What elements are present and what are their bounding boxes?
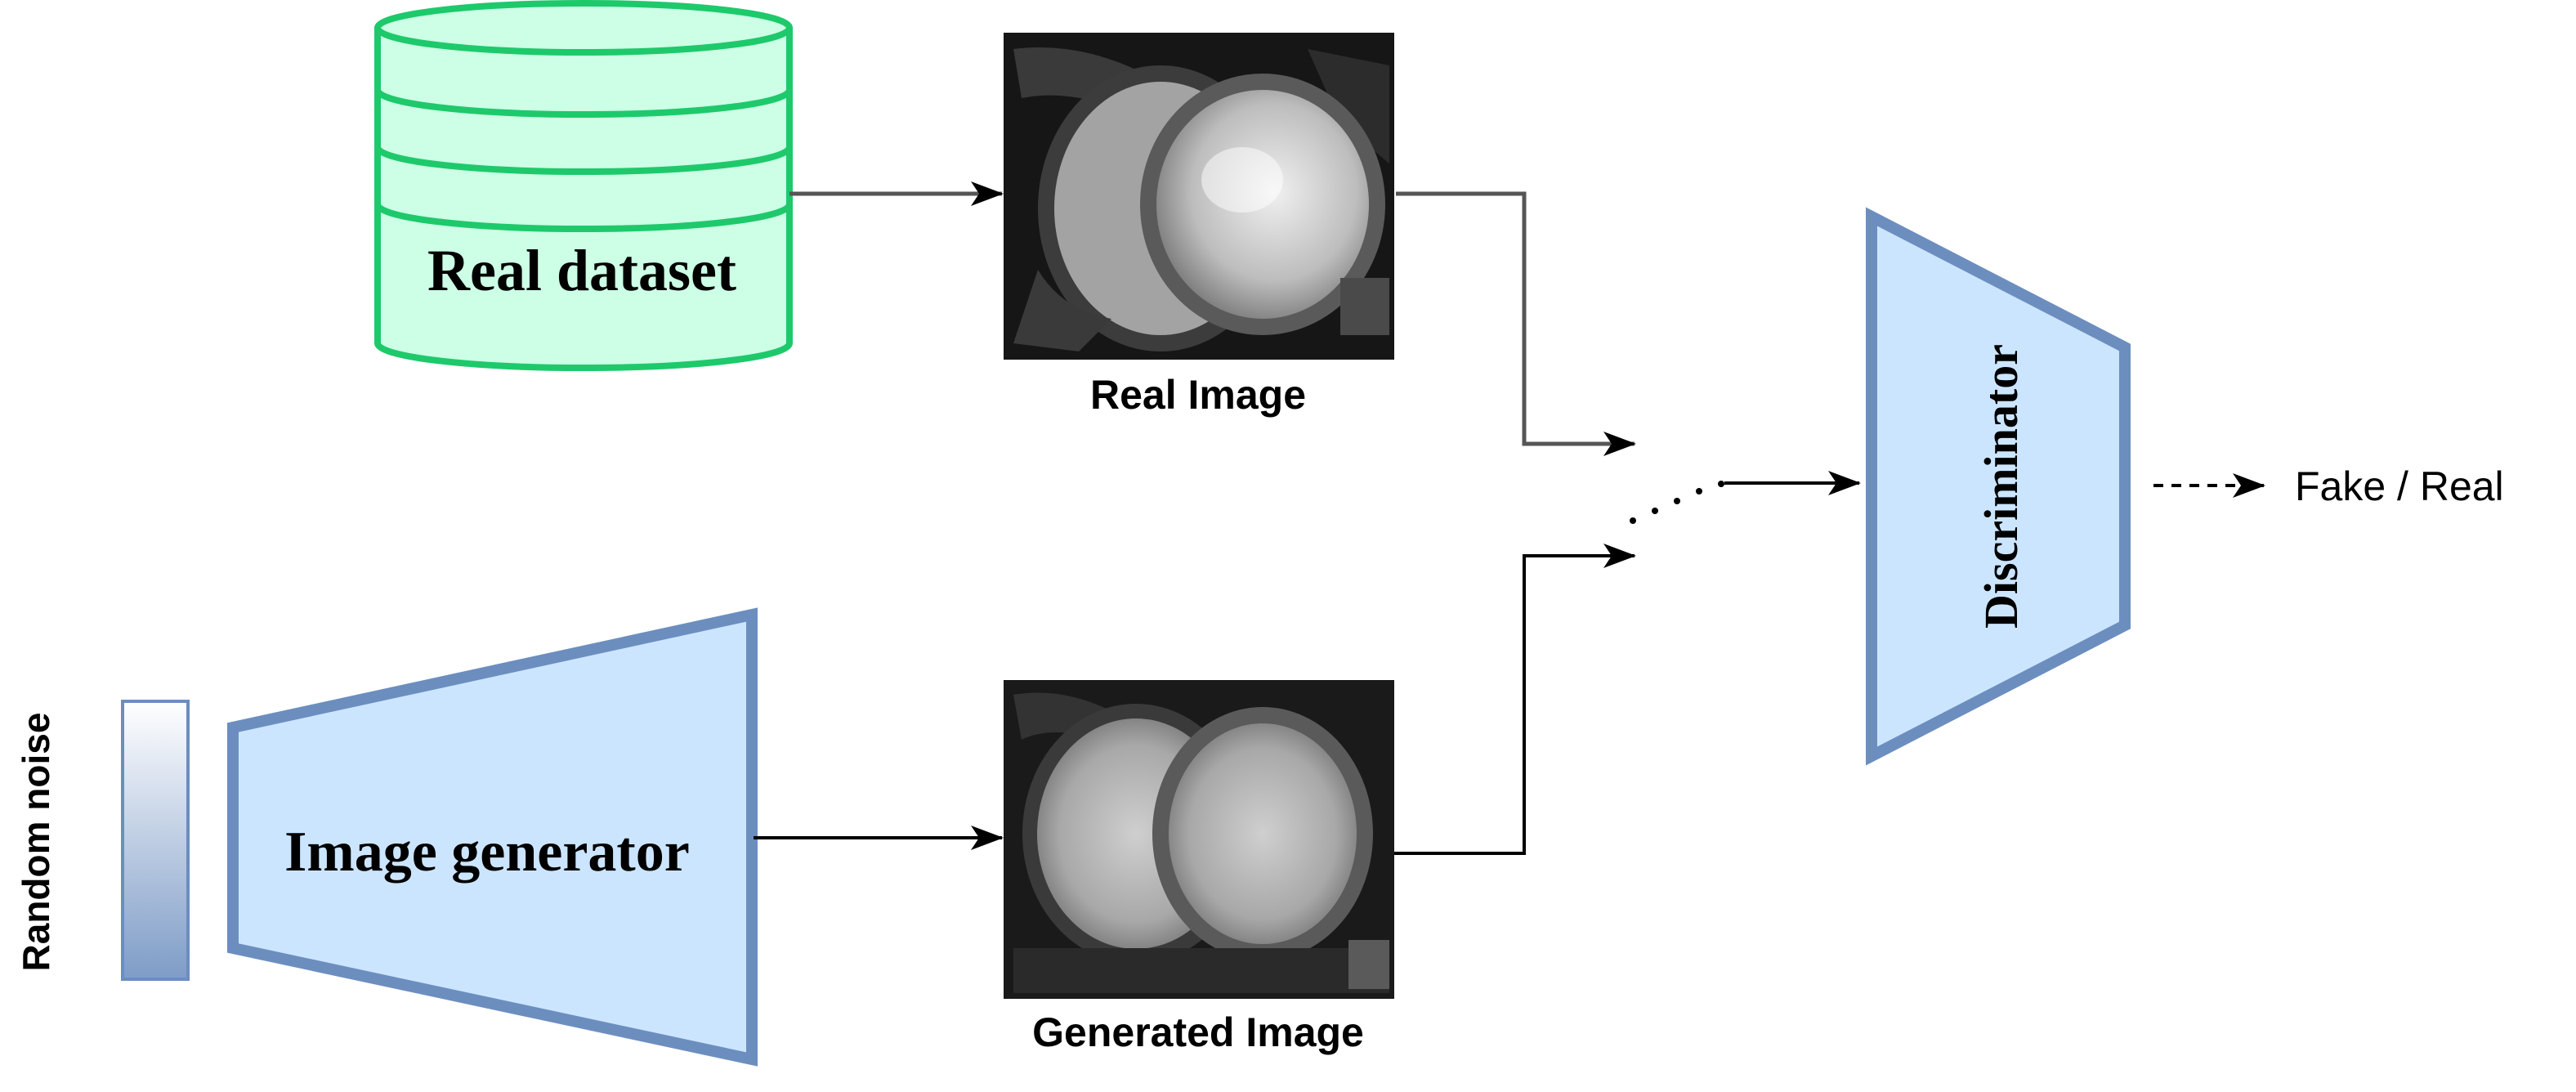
generated-image [1004,680,1394,999]
real-dataset-database: Real dataset [374,0,793,371]
output-label: Fake / Real [2295,463,2504,509]
discriminator-label: Discriminator [1974,344,2028,629]
image-generator-label: Image generator [284,821,690,884]
random-noise-vector [121,700,190,981]
real-image-caption: Real Image [1090,372,1306,418]
real-dataset-label: Real dataset [427,238,736,303]
real-image [1004,33,1394,360]
random-noise-label: Random noise [15,713,57,972]
discriminator-block [1866,207,2131,766]
image-generator-block [227,607,758,1067]
switch-dots [1630,481,1724,524]
arrow-generated-image-to-discriminator [1394,544,1636,855]
arrow-real-image-to-discriminator [1396,191,1636,456]
generated-image-caption: Generated Image [1032,1009,1364,1055]
